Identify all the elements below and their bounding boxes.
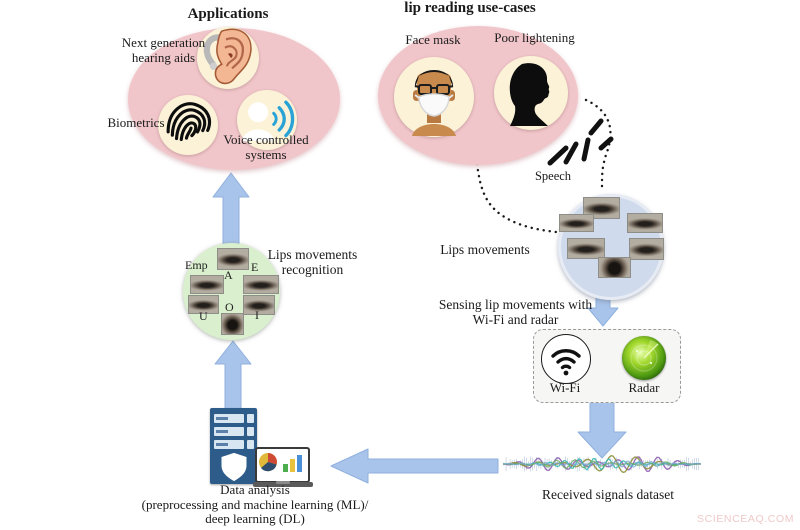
phoneme-label: E (251, 260, 259, 274)
lip-frame (217, 248, 249, 270)
lip-frame (627, 213, 663, 233)
wifi-icon (551, 349, 581, 376)
lip-frame (243, 275, 279, 294)
speech-label: Speech (534, 169, 572, 183)
silhouette-icon (509, 63, 550, 126)
sensing-label: Sensing lip movements with Wi-Fi and rad… (438, 297, 593, 328)
voice-controlled-label: Voice controlled systems (223, 132, 309, 162)
voice-waves-icon (241, 100, 295, 142)
lip-frame (629, 238, 664, 260)
lips-movements-label: Lips movements (440, 242, 530, 257)
radar-circle (622, 336, 666, 380)
server-icon (210, 408, 257, 484)
biometrics-label: Biometrics (107, 115, 165, 130)
lip-frame (190, 275, 224, 294)
dotted-link-speech-to-lips (475, 162, 558, 234)
recognition-circle: Emp A E U O I (183, 243, 280, 340)
server-led (247, 414, 254, 423)
radar-label: Radar (628, 380, 660, 395)
arrow-analysis-to-recognition (214, 340, 252, 411)
ear-icon (203, 28, 252, 85)
data-analysis-label: Data analysis (preprocessing and machine… (141, 482, 369, 527)
received-signals-label: Received signals dataset (542, 487, 674, 502)
arrow-signals-to-analysis (330, 448, 499, 484)
use-cases-title: lip reading use-cases (404, 0, 536, 16)
laptop-icon (253, 447, 313, 489)
server-slot (214, 414, 244, 423)
arrow-sensing-to-signals (577, 401, 627, 459)
received-signals-waveform (503, 454, 701, 474)
sensing-panel: Wi-Fi Radar (533, 329, 681, 403)
phoneme-label: U (199, 309, 208, 323)
face-mask-label: Face mask (405, 32, 461, 47)
laptop-notch (276, 481, 290, 484)
lip-frame (559, 214, 594, 232)
poor-lightening-label: Poor lightening (494, 30, 575, 45)
poor-lightening-circle (494, 56, 568, 130)
phoneme-label: Emp (185, 258, 208, 272)
lip-frame (243, 295, 275, 315)
shield-icon (221, 452, 247, 482)
server-led (247, 427, 254, 436)
server-slot (214, 440, 244, 449)
hearing-aids-label: Next generation hearing aids (121, 35, 206, 65)
wifi-label: Wi-Fi (549, 380, 581, 395)
laptop-screen (255, 447, 310, 483)
server-led (247, 440, 254, 449)
face-mask-icon (412, 70, 456, 136)
lip-frame (598, 257, 631, 278)
applications-title: Applications (187, 6, 269, 22)
biometrics-circle (158, 95, 218, 155)
phoneme-label: I (255, 308, 259, 322)
charts-icon (259, 453, 302, 472)
lip-frame (583, 197, 620, 219)
laptop-base (253, 482, 313, 487)
watermark: SCIENCEAQ.COM (697, 513, 795, 525)
lip-frame (567, 238, 605, 259)
voice-controlled-circle (237, 90, 297, 150)
arrow-recognition-to-applications (212, 172, 250, 245)
lips-movements-circle (558, 194, 664, 300)
hearing-aid-circle (197, 27, 259, 89)
lip-frame (221, 313, 244, 335)
lip-frame (188, 295, 219, 314)
phoneme-label: O (225, 300, 234, 314)
radar-icon (630, 340, 659, 372)
recognition-label: Lips movements recognition (267, 247, 358, 278)
fingerprint-icon (166, 102, 212, 142)
wifi-circle (541, 334, 591, 384)
phoneme-label: A (224, 268, 233, 282)
server-slot (214, 427, 244, 436)
face-mask-circle (394, 57, 474, 137)
speech-burst-icon (547, 118, 614, 166)
